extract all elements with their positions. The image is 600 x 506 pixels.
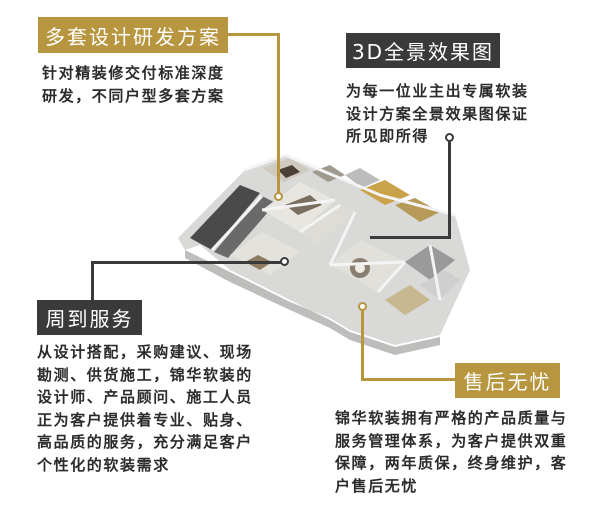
service-description-line: 高品质的服务，充分满足客户 <box>37 433 253 451</box>
render3d-description-line: 设计方案全景效果图保证 <box>346 104 529 123</box>
render3d-description-line: 所见即所得 <box>346 127 430 145</box>
aftersales-connector-horizontal <box>361 378 456 381</box>
render3d-description-line: 为每一位业主出专属软装 <box>346 82 529 100</box>
service-connector-horizontal <box>91 261 281 264</box>
service-description-line: 个性化的软装需求 <box>37 455 170 474</box>
service-description-line: 从设计搭配，采购建议、现场 <box>37 343 253 361</box>
service-connector-dot-icon <box>280 257 289 266</box>
design-description: 针对精装修交付标准深度 研发，不同户型多套方案 <box>42 62 225 107</box>
render3d-title-label: 3D全景效果图 <box>346 33 500 68</box>
render3d-connector-vertical <box>448 141 451 239</box>
aftersales-description-line: 锦华软装拥有严格的产品质量与 <box>335 409 568 427</box>
aftersales-title-label: 售后无忧 <box>455 363 560 398</box>
service-description-line: 勘测、供货施工，锦华软装的 <box>37 365 253 384</box>
design-description-line: 针对精装修交付标准深度 <box>42 64 225 82</box>
render3d-connector-horizontal <box>370 236 451 239</box>
design-description-line: 研发，不同户型多套方案 <box>42 86 225 105</box>
service-connector-vertical <box>91 261 94 301</box>
design-connector-vertical <box>277 33 280 193</box>
aftersales-connector-vertical <box>361 310 364 381</box>
service-description: 从设计搭配，采购建议、现场 勘测、供货施工，锦华软装的 设计师、产品顾问、施工人… <box>37 341 253 476</box>
render3d-description: 为每一位业主出专属软装 设计方案全景效果图保证 所见即所得 <box>346 80 529 148</box>
aftersales-description-line: 户售后无忧 <box>335 476 419 495</box>
aftersales-description-line: 保障，两年质保，终身维护，客 <box>335 454 568 472</box>
design-title-label: 多套设计研发方案 <box>38 17 228 53</box>
aftersales-description: 锦华软装拥有严格的产品质量与 服务管理体系，为客户提供双重 保障，两年质保，终身… <box>335 407 567 497</box>
aftersales-description-line: 服务管理体系，为客户提供双重 <box>335 431 568 450</box>
service-title-label: 周到服务 <box>37 300 142 335</box>
service-description-line: 正为客户提供着专业、贴身、 <box>37 410 253 429</box>
service-description-line: 设计师、产品顾问、施工人员 <box>37 388 253 406</box>
design-connector-horizontal <box>228 33 280 36</box>
design-connector-dot-icon <box>274 192 283 201</box>
